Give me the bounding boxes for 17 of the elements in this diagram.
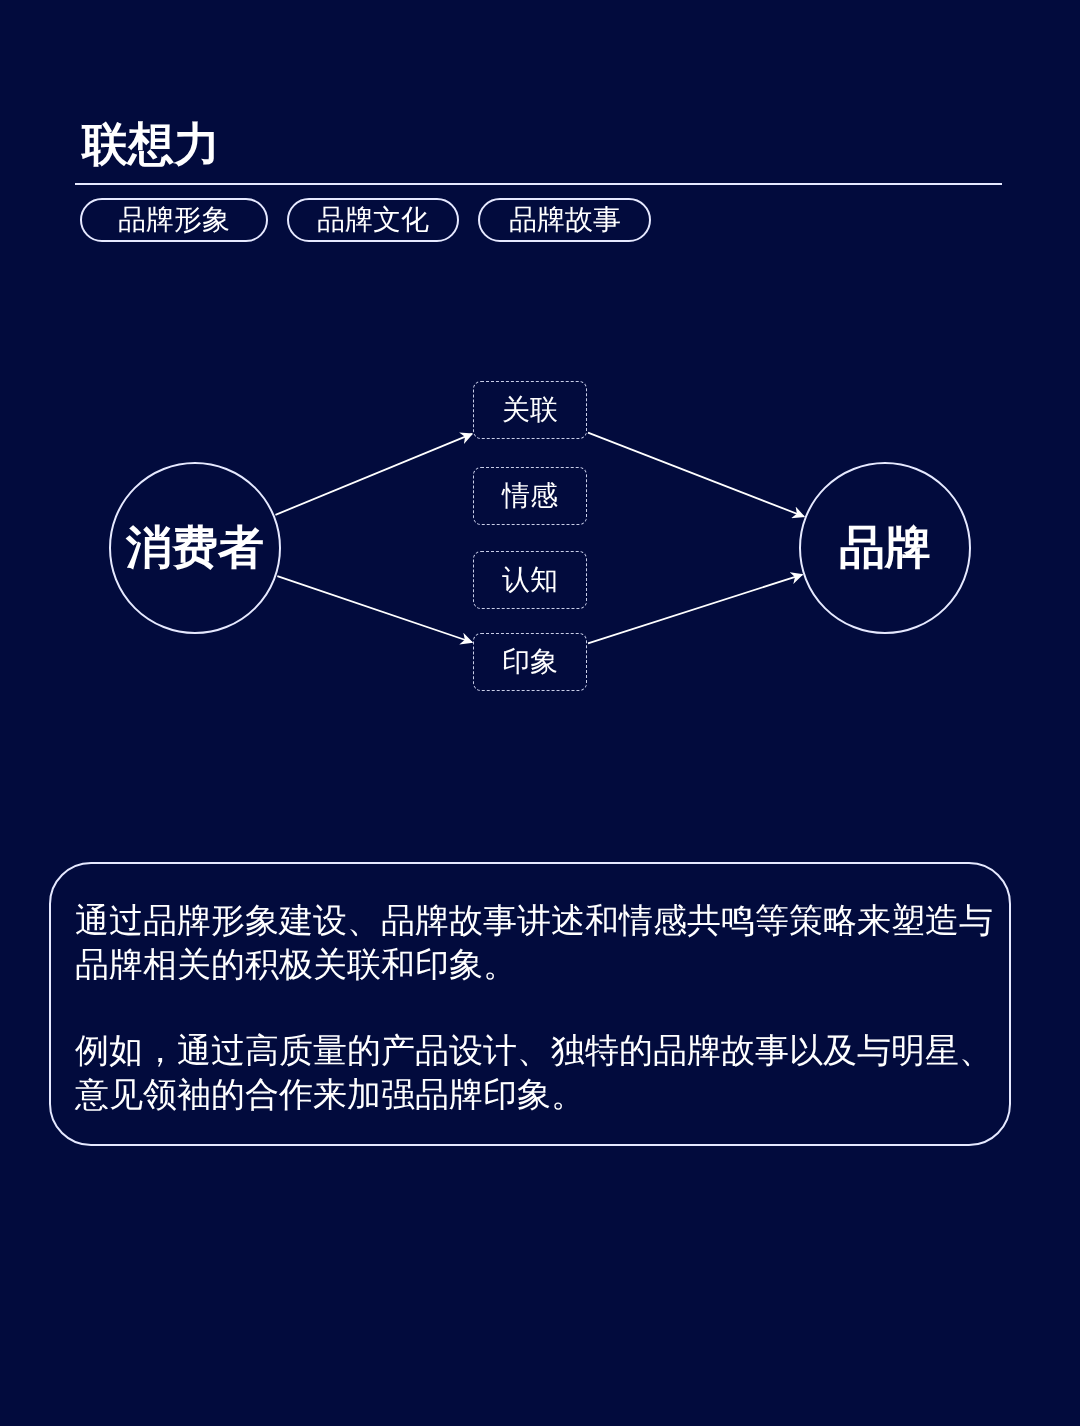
tag-pill: 品牌形象 [80, 198, 268, 242]
arrow [587, 431, 806, 519]
dashed-box: 认知 [473, 551, 587, 609]
title: 联想力 [82, 116, 220, 173]
dashed-box: 印象 [473, 633, 587, 691]
paragraph: 例如，通过高质量的产品设计、独特的品牌故事以及与明星、意见领袖的合作来加强品牌印象。 [75, 1029, 994, 1116]
text-panel [49, 862, 1011, 1146]
arrow [274, 432, 474, 516]
paragraph: 通过品牌形象建设、品牌故事讲述和情感共鸣等策略来塑造与品牌相关的积极关联和印象。 [75, 899, 994, 986]
circle-node: 品牌 [799, 462, 971, 634]
circle-node: 消费者 [109, 462, 281, 634]
arrow [587, 572, 804, 645]
dashed-box: 关联 [473, 381, 587, 439]
arrow [276, 575, 474, 645]
dashed-box: 情感 [473, 467, 587, 525]
tag-pill: 品牌文化 [287, 198, 459, 242]
tag-pill: 品牌故事 [478, 198, 651, 242]
